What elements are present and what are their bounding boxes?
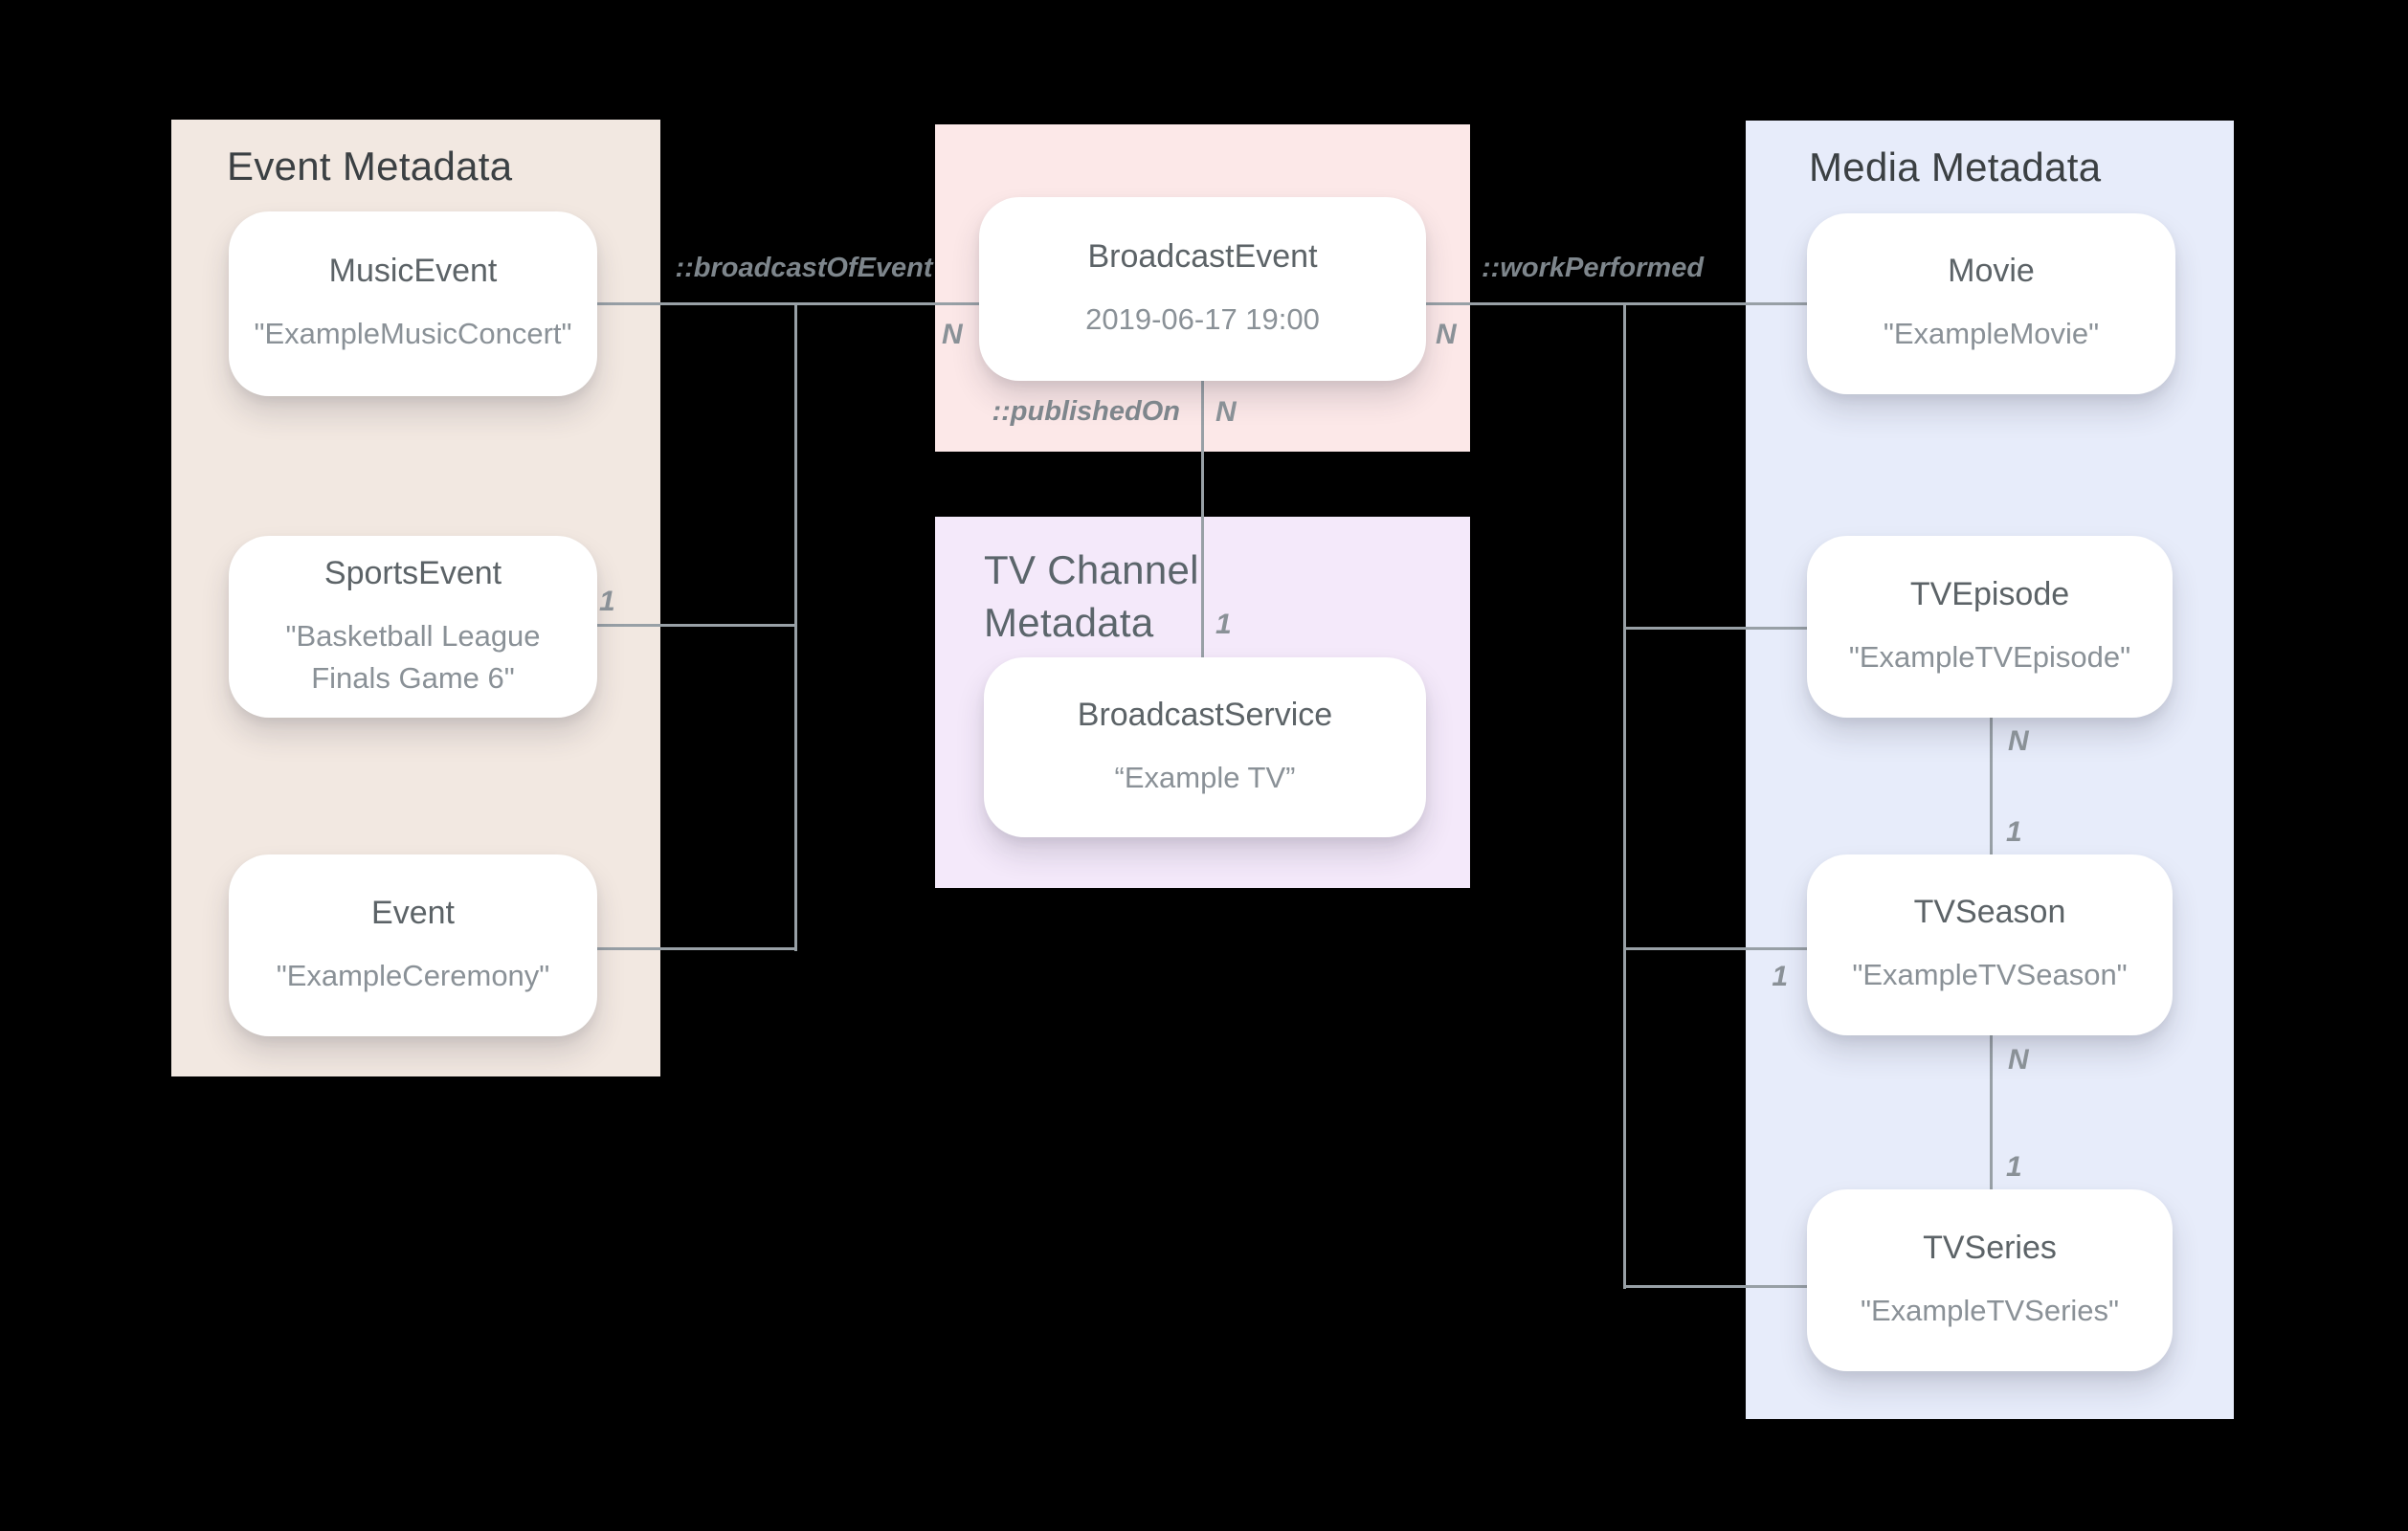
broadcast-event-node: BroadcastEvent 2019-06-17 19:00 (979, 197, 1426, 381)
node-title: Movie (1948, 253, 2035, 290)
node-value: "ExampleTVEpisode" (1848, 639, 2131, 674)
connector-media-branch-vertical (1623, 302, 1626, 1289)
node-value: "ExampleTVSeason" (1852, 958, 2128, 992)
node-value: “Example TV” (1114, 760, 1296, 794)
broadcast-service-node: BroadcastService “Example TV” (984, 657, 1426, 837)
node-title: SportsEvent (323, 555, 502, 592)
cardinality-tvepisode-n: N (2008, 725, 2029, 757)
edge-label-broadcast-of-event: ::broadcastOfEvent (675, 253, 933, 283)
connector-tvepisode-tvseason (1990, 718, 1993, 854)
media-metadata-title: Media Metadata (1809, 144, 2102, 189)
event-metadata-title: Event Metadata (227, 144, 513, 189)
edge-label-published-on: ::publishedOn (992, 396, 1180, 427)
node-title: TVSeason (1913, 894, 2066, 931)
connector-branch-tvseries (1624, 1285, 1807, 1288)
cardinality-broadcastevent-left-n: N (942, 319, 963, 350)
cardinality-sportsevent-1: 1 (599, 586, 615, 617)
cardinality-broadcastevent-right-n: N (1436, 319, 1457, 350)
cardinality-published-on-n: N (1215, 396, 1237, 428)
cardinality-tvseason-n: N (2008, 1044, 2029, 1076)
tv-season-node: TVSeason "ExampleTVSeason" (1807, 854, 2173, 1035)
cardinality-tvseason-left-1: 1 (1772, 961, 1788, 992)
node-value: "ExampleTVSeries" (1860, 1293, 2120, 1327)
node-title: MusicEvent (328, 253, 498, 290)
connector-event-junction (596, 947, 796, 950)
event-node: Event "ExampleCeremony" (229, 854, 597, 1036)
connector-tvseason-tvseries (1990, 1035, 1993, 1189)
node-title: TVEpisode (1909, 575, 2070, 612)
tv-channel-metadata-title: TV Channel Metadata (984, 547, 1199, 646)
connector-broadcastevent-broadcastservice (1201, 381, 1204, 658)
edge-label-work-performed: ::workPerformed (1482, 253, 1705, 283)
node-title: TVSeries (1923, 1229, 2057, 1266)
node-value: "Basketball League Finals Game 6" (285, 619, 541, 695)
movie-node: Movie "ExampleMovie" (1807, 213, 2175, 394)
node-value: "ExampleMusicConcert" (254, 317, 572, 351)
node-title: BroadcastService (1077, 696, 1333, 733)
connector-branch-tvseason (1624, 947, 1807, 950)
cardinality-tvseries-1: 1 (2006, 1151, 2022, 1183)
connector-event-junction-vertical (794, 302, 797, 951)
node-value: 2019-06-17 19:00 (1085, 301, 1320, 336)
node-title: BroadcastEvent (1087, 237, 1318, 275)
tv-series-node: TVSeries "ExampleTVSeries" (1807, 1189, 2173, 1371)
node-value: "ExampleCeremony" (276, 958, 550, 992)
connector-musicevent-broadcastevent (597, 302, 979, 305)
music-event-node: MusicEvent "ExampleMusicConcert" (229, 211, 597, 396)
cardinality-broadcastservice-1: 1 (1215, 609, 1232, 640)
connector-sportsevent-junction (597, 624, 796, 627)
cardinality-tvseason-upper-1: 1 (2006, 816, 2022, 848)
tv-episode-node: TVEpisode "ExampleTVEpisode" (1807, 536, 2173, 718)
sports-event-node: SportsEvent "Basketball League Finals Ga… (229, 536, 597, 718)
connector-branch-tvepisode (1624, 627, 1807, 630)
connector-broadcastevent-movie (1426, 302, 1807, 305)
node-value: "ExampleMovie" (1883, 317, 2100, 351)
node-title: Event (371, 894, 455, 931)
